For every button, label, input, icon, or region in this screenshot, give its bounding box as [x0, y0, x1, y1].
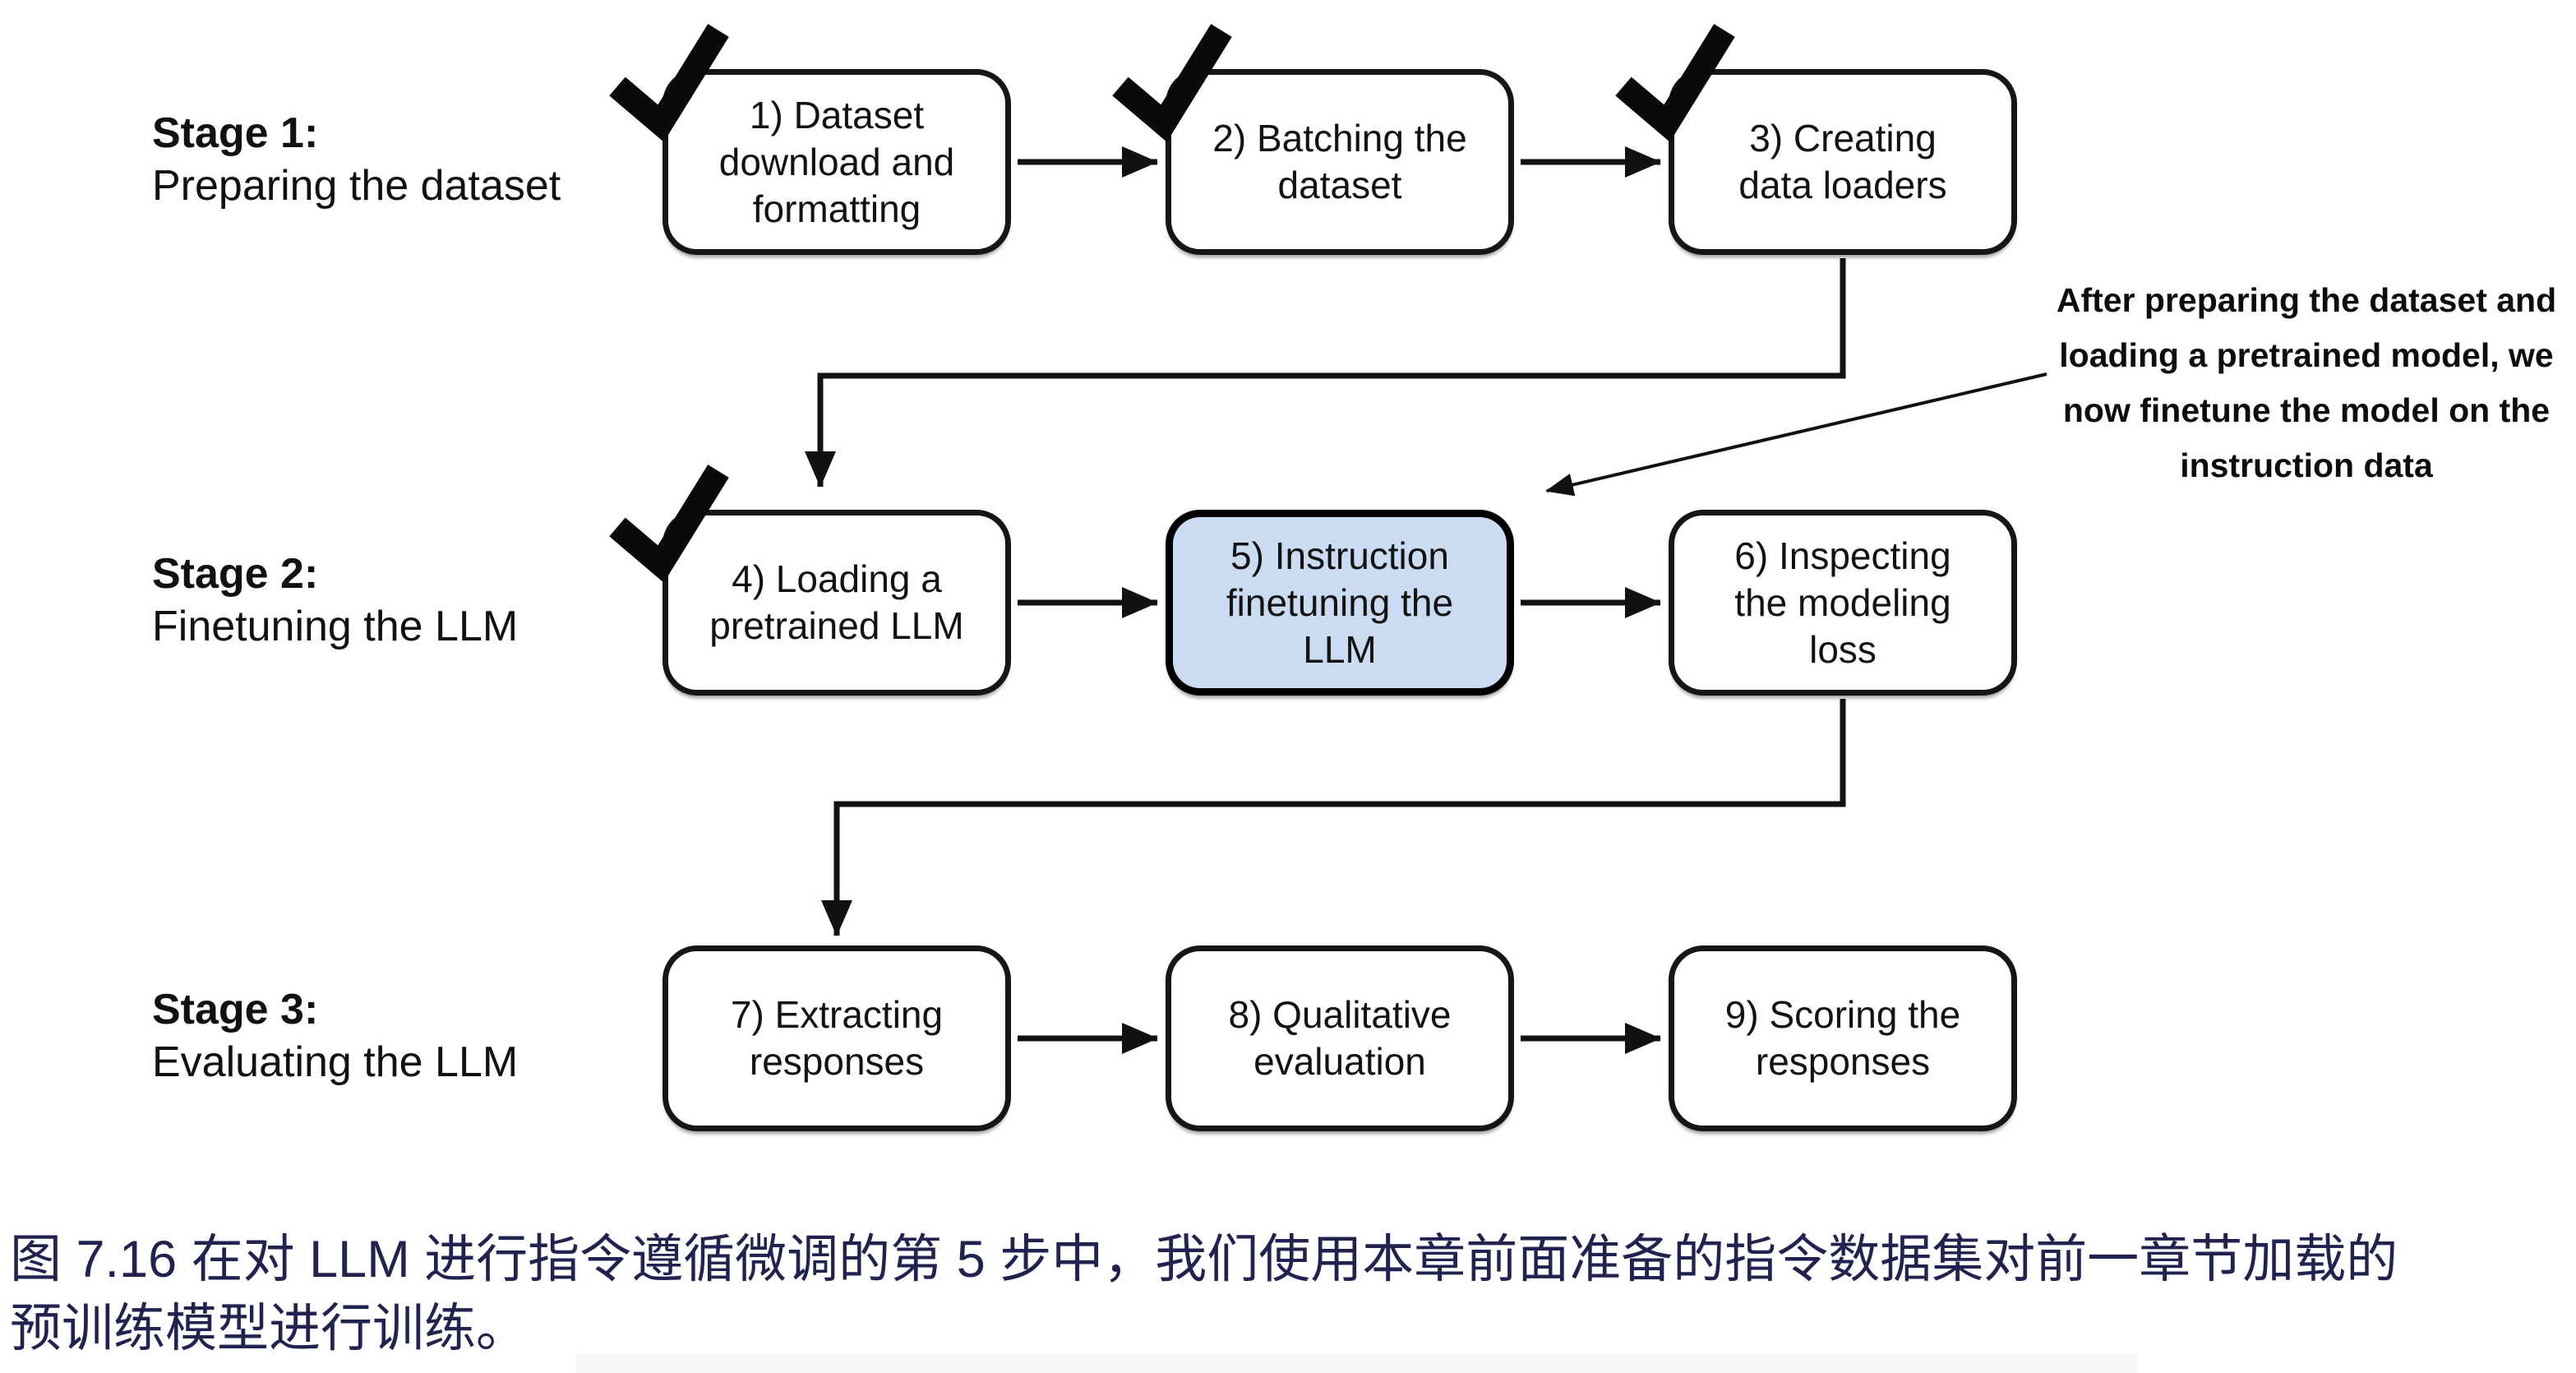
- stage-2-label: Stage 2: Finetuning the LLM: [152, 548, 518, 653]
- flow-box-8-qualitative-evaluation: 8) Qualitative evaluation: [1166, 945, 1514, 1131]
- flow-box-9-label: 9) Scoring the responses: [1724, 993, 1961, 1083]
- flow-box-6-inspecting-loss: 6) Inspecting the modeling loss: [1669, 510, 2017, 696]
- flow-box-1-label: 1) Dataset download and formatting: [718, 93, 955, 230]
- flow-box-1-dataset-download: 1) Dataset download and formatting: [662, 69, 1011, 255]
- connector-elbow-stage2-stage3: [821, 699, 1846, 936]
- connector-elbow-stage1-stage2: [805, 258, 1846, 488]
- flow-box-8-label: 8) Qualitative evaluation: [1228, 993, 1452, 1083]
- stage-3-label: Stage 3: Evaluating the LLM: [152, 983, 518, 1089]
- annotation-note: After preparing the dataset and loading …: [2056, 281, 2557, 484]
- stage-1-title: Stage 1:: [152, 109, 319, 157]
- flow-box-7-label: 7) Extracting responses: [730, 993, 944, 1083]
- flow-box-2-label: 2) Batching the dataset: [1212, 117, 1467, 206]
- flow-box-2-batching-dataset: 2) Batching the dataset: [1166, 69, 1514, 255]
- stage-1-subtitle: Preparing the dataset: [152, 162, 561, 210]
- stage-3-title: Stage 3:: [152, 986, 319, 1033]
- flow-box-9-scoring-responses: 9) Scoring the responses: [1669, 945, 2017, 1131]
- bottom-strip: [575, 1353, 2137, 1373]
- flow-box-3-creating-data-loaders: 3) Creating data loaders: [1669, 69, 2017, 255]
- stage-2-subtitle: Finetuning the LLM: [152, 603, 519, 650]
- stage-2-title: Stage 2:: [152, 550, 319, 598]
- annotation-arrow: [1545, 372, 2047, 497]
- flow-box-3-label: 3) Creating data loaders: [1738, 117, 1947, 206]
- figure-caption: 图 7.16 在对 LLM 进行指令遵循微调的第 5 步中，我们使用本章前面准备…: [10, 1231, 2398, 1357]
- flow-box-6-label: 6) Inspecting the modeling loss: [1734, 534, 1951, 671]
- flow-box-5-label: 5) Instruction finetuning the LLM: [1226, 534, 1454, 671]
- flow-box-4-loading-pretrained-llm: 4) Loading a pretrained LLM: [662, 510, 1011, 696]
- flow-box-7-extracting-responses: 7) Extracting responses: [662, 945, 1011, 1131]
- stage-3-subtitle: Evaluating the LLM: [152, 1038, 519, 1086]
- flow-box-5-instruction-finetuning: 5) Instruction finetuning the LLM: [1166, 510, 1514, 696]
- stage-1-label: Stage 1: Preparing the dataset: [152, 107, 561, 212]
- flow-box-4-label: 4) Loading a pretrained LLM: [709, 557, 964, 647]
